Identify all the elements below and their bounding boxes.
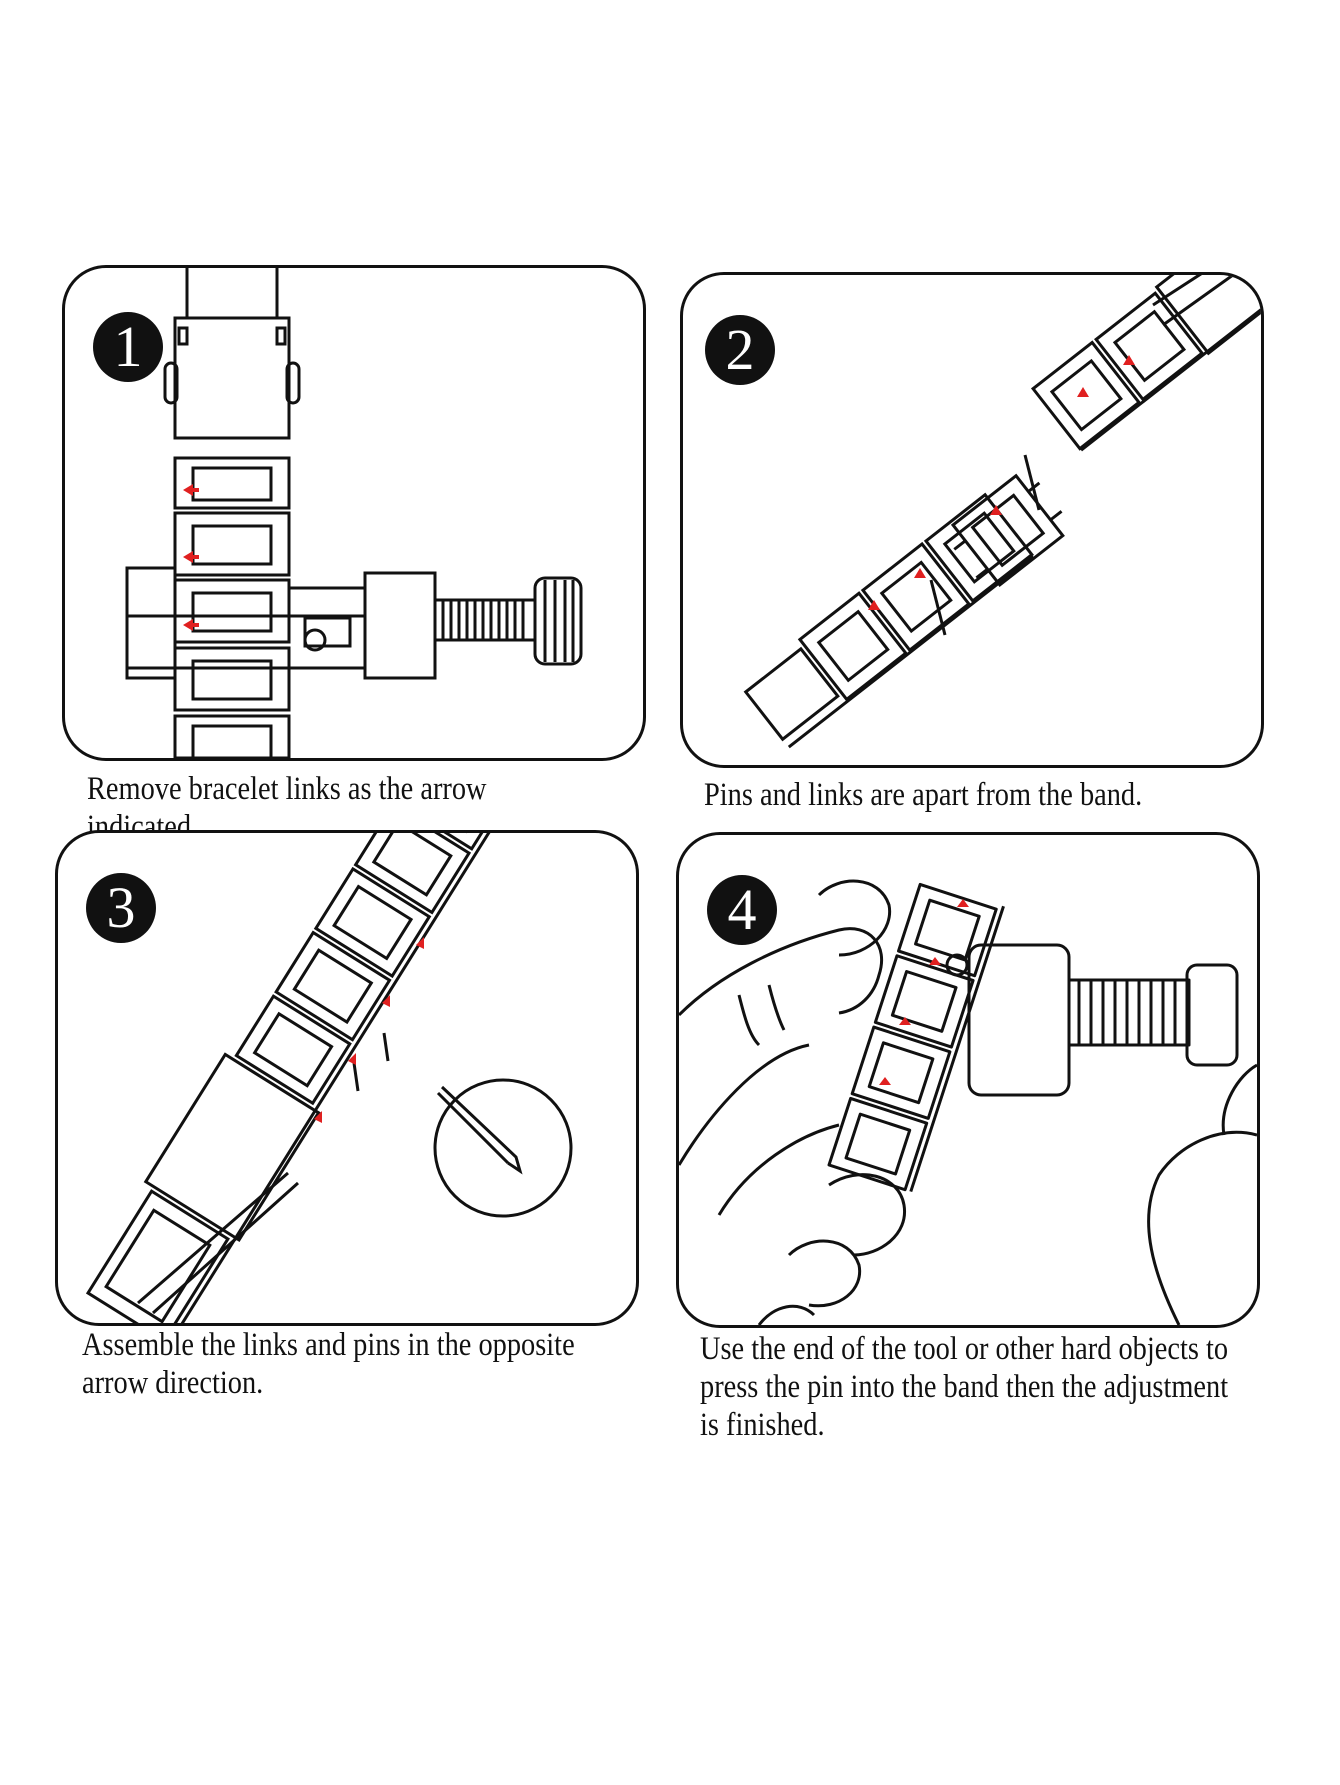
step-4-caption: Use the end of the tool or other hard ob… bbox=[700, 1331, 1229, 1443]
step-4-panel: 4 bbox=[676, 832, 1260, 1328]
step-1-badge: 1 bbox=[93, 312, 163, 382]
bracelet-link-illustration bbox=[85, 833, 573, 1323]
step-1-panel: 1 bbox=[62, 265, 646, 761]
step-2-caption: Pins and links are apart from the band. bbox=[704, 777, 1143, 813]
bracelet-link-illustration bbox=[125, 268, 583, 758]
step-2-badge: 2 bbox=[705, 315, 775, 385]
hand-illustration bbox=[679, 879, 1257, 1325]
step-2-panel: 2 bbox=[680, 272, 1264, 768]
step-4-badge: 4 bbox=[707, 875, 777, 945]
step-3-badge: 3 bbox=[86, 873, 156, 943]
step-3-panel: 3 bbox=[55, 830, 639, 1326]
bracelet-link-illustration bbox=[743, 275, 1261, 749]
step-3-caption: Assemble the links and pins in the oppos… bbox=[82, 1327, 575, 1401]
